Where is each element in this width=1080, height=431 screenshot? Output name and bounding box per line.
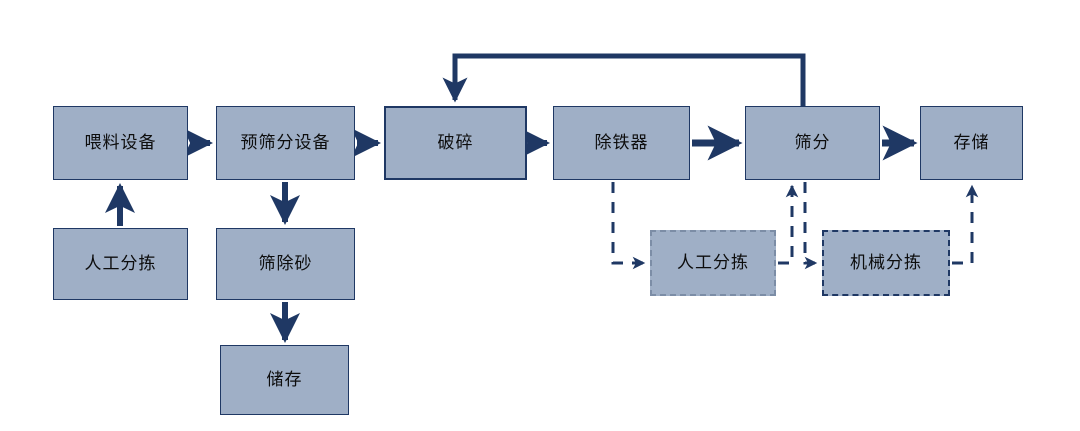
edge-machinesort-to-storage <box>952 184 979 265</box>
node-label: 筛分 <box>794 132 831 153</box>
node-label: 机械分拣 <box>850 252 922 273</box>
node-label: 人工分拣 <box>84 253 157 274</box>
node-label: 破碎 <box>437 132 474 153</box>
node-manual-sorting-optional[interactable]: 人工分拣 <box>650 230 776 296</box>
node-pre-screening-equipment[interactable]: 预筛分设备 <box>216 106 355 180</box>
node-feed-equipment[interactable]: 喂料设备 <box>53 106 188 180</box>
node-crushing[interactable]: 破碎 <box>384 106 527 180</box>
edge-deiron-to-manualsort2 <box>611 182 646 270</box>
node-mechanical-sorting-optional[interactable]: 机械分拣 <box>822 230 950 296</box>
node-label: 储存 <box>266 369 303 390</box>
node-storage[interactable]: 存储 <box>920 106 1023 180</box>
node-manual-sorting-feed[interactable]: 人工分拣 <box>53 228 188 300</box>
node-label: 存储 <box>953 132 990 153</box>
edge-screening-to-machinesort <box>803 182 818 270</box>
node-label: 筛除砂 <box>258 253 313 274</box>
node-label: 人工分拣 <box>677 252 749 273</box>
node-label: 预筛分设备 <box>240 132 331 153</box>
node-iron-remover[interactable]: 除铁器 <box>553 106 690 180</box>
edge-manualsort2-to-screening <box>778 184 799 265</box>
node-screening[interactable]: 筛分 <box>745 106 880 180</box>
node-sand-store[interactable]: 储存 <box>220 345 349 415</box>
node-label: 除铁器 <box>594 132 649 153</box>
node-sand-removal-screening[interactable]: 筛除砂 <box>216 228 355 300</box>
node-label: 喂料设备 <box>84 132 157 153</box>
